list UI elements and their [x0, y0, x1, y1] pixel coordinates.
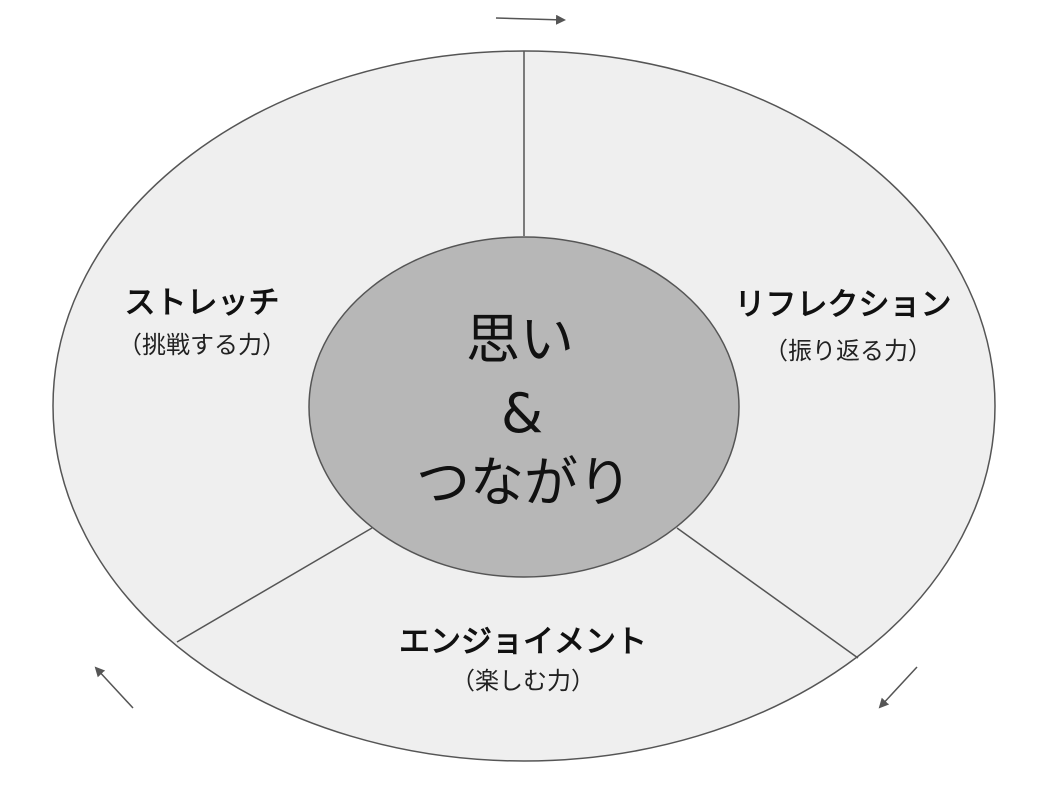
core-text-line3: つながり [416, 451, 632, 514]
core-ellipse [308, 236, 740, 578]
divider-bottom-right [676, 527, 859, 659]
arrow-top-right-icon [495, 14, 566, 25]
stretch-title: ストレッチ [125, 285, 280, 321]
core-text-line1: 思い [466, 308, 574, 371]
arrow-bottom-right-icon [878, 666, 918, 709]
enjoyment-title: エンジョイメント [399, 624, 647, 660]
arrow-bottom-left-icon [94, 666, 134, 709]
enjoyment-subtitle: （楽しむ力） [451, 667, 595, 695]
reflection-title: リフレクション [735, 287, 952, 323]
divider-bottom-left [176, 527, 373, 643]
stretch-subtitle: （挑戦する力） [118, 331, 286, 359]
reflection-subtitle: （振り返る力） [764, 337, 932, 365]
core-text-line2: & [501, 382, 543, 445]
